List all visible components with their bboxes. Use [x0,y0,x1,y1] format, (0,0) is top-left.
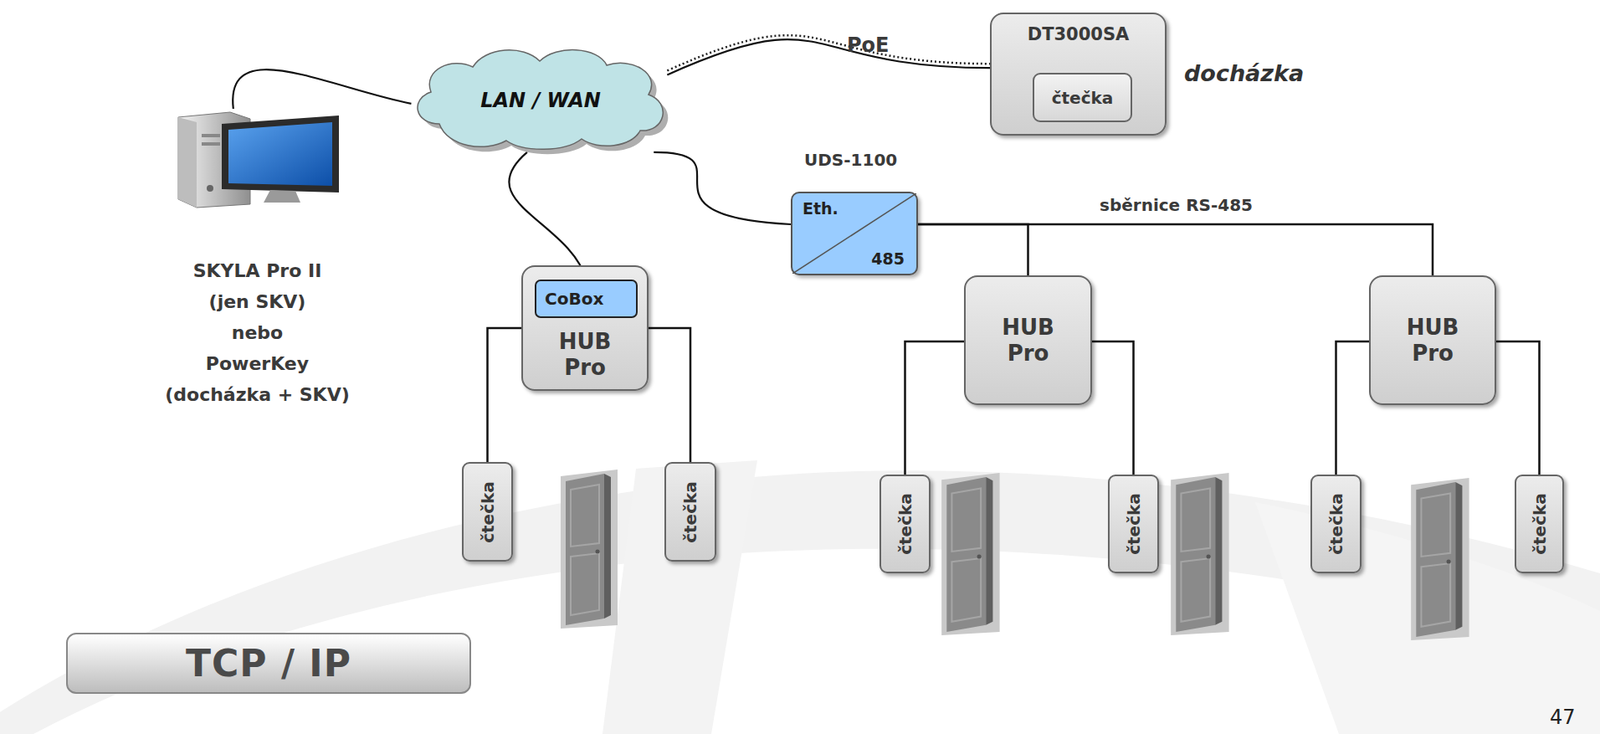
node-text: TCP / IP [185,641,352,685]
node-text: čtečka [1123,492,1144,555]
watermark-swoosh [0,470,1600,734]
network-cloud: LAN / WAN [405,40,676,156]
protocol-band: TCP / IP [66,632,472,694]
node-text: LAN / WAN [480,88,601,113]
reader-box: čtečka [461,461,513,562]
hub-box: HUB Pro [964,275,1093,406]
connector-line [487,328,523,462]
node-text: 485 [871,249,905,268]
node-text: čtečka [680,481,701,544]
note-label: docházka [1184,60,1304,87]
terminal-box: DT3000SA čtečka [989,12,1167,136]
connector-line [917,224,1433,276]
connector [508,152,586,280]
hub-box: HUB Pro CoBox [521,265,649,391]
reader-box: čtečka [1514,474,1565,574]
workstation-caption: SKYLA Pro II(jen SKV)neboPowerKey(docház… [129,255,385,411]
connector-line [232,69,411,109]
node-text: (docházka + SKV) [164,379,349,411]
page-number: 47 [1549,705,1576,729]
connector [487,328,523,462]
connector [648,328,691,462]
node-text: CoBox [544,288,604,309]
watermark-wedge [602,460,758,734]
connector [1336,341,1370,475]
door-picture [560,469,618,629]
node-text: HUB Pro [988,314,1068,367]
reader-box: čtečka [1032,72,1133,123]
connector [1092,341,1134,475]
connector-line [508,152,586,280]
connector-line [666,39,990,75]
reader-box: čtečka [1310,474,1362,574]
node-text: UDS-1100 [804,149,898,170]
node-text: nebo [231,317,283,349]
connector-line [648,328,691,462]
connector-line [1336,341,1370,475]
converter-box: UDS-1100Eth.485 [790,191,918,276]
connector-line [917,224,1029,276]
connector [653,152,791,225]
node-text: čtečka [1051,87,1114,108]
door-picture [1410,477,1469,641]
cobox-module: CoBox [534,279,638,318]
connector-line [905,341,965,475]
node-text: čtečka [477,481,498,544]
connector [232,69,411,109]
reader-box: čtečka [664,461,717,562]
bus-label: sběrnice RS-485 [1099,194,1253,216]
connector [905,341,965,475]
node-text: (jen SKV) [209,286,307,318]
connector-line [653,152,791,225]
connector-line [1496,341,1540,475]
poe-dotted-line [666,35,990,71]
connector [917,224,1029,276]
reader-box: čtečka [1107,474,1159,574]
connector [917,224,1433,276]
node-text: HUB Pro [545,328,626,381]
reader-box: čtečka [879,474,931,574]
connector-line [1092,341,1134,475]
node-text: čtečka [1529,492,1550,555]
edge-label: PoE [846,33,889,57]
node-text: DT3000SA [1027,24,1130,45]
node-text: PowerKey [205,348,309,380]
door-picture [941,472,1000,636]
connector [666,35,990,75]
door-picture [1170,472,1229,636]
node-text: čtečka [1326,492,1347,555]
node-text: Eth. [802,199,839,218]
node-text: čtečka [895,492,916,555]
hub-box: HUB Pro [1369,275,1497,406]
node-text: HUB Pro [1393,314,1473,367]
connector [1496,341,1540,475]
computer-icon [171,108,344,210]
node-text: SKYLA Pro II [193,255,323,287]
workstation-node: SKYLA Pro II(jen SKV)neboPowerKey(docház… [171,108,344,210]
